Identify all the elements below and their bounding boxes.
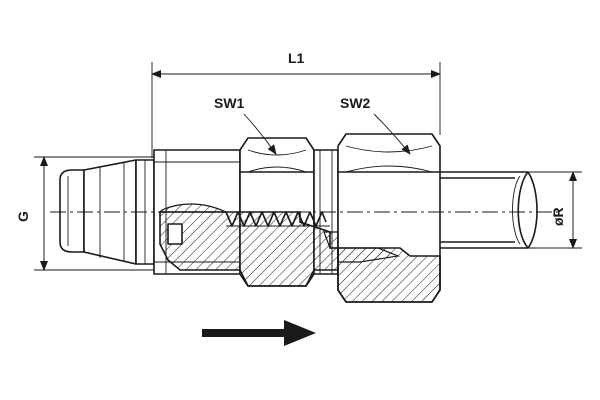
sw2-label: SW2: [340, 95, 371, 111]
g-label: G: [15, 211, 31, 222]
arrow-right-icon: [202, 320, 316, 346]
l1-label: L1: [288, 50, 305, 66]
sw1-callout: SW1: [214, 95, 277, 155]
r-label: øR: [550, 207, 566, 226]
sw2-callout: SW2: [340, 95, 411, 155]
cross-section: [158, 203, 441, 303]
sw1-label: SW1: [214, 95, 245, 111]
thread-section: [225, 211, 330, 227]
dimension-g: G: [15, 156, 158, 271]
dimension-l1: L1: [151, 50, 441, 158]
